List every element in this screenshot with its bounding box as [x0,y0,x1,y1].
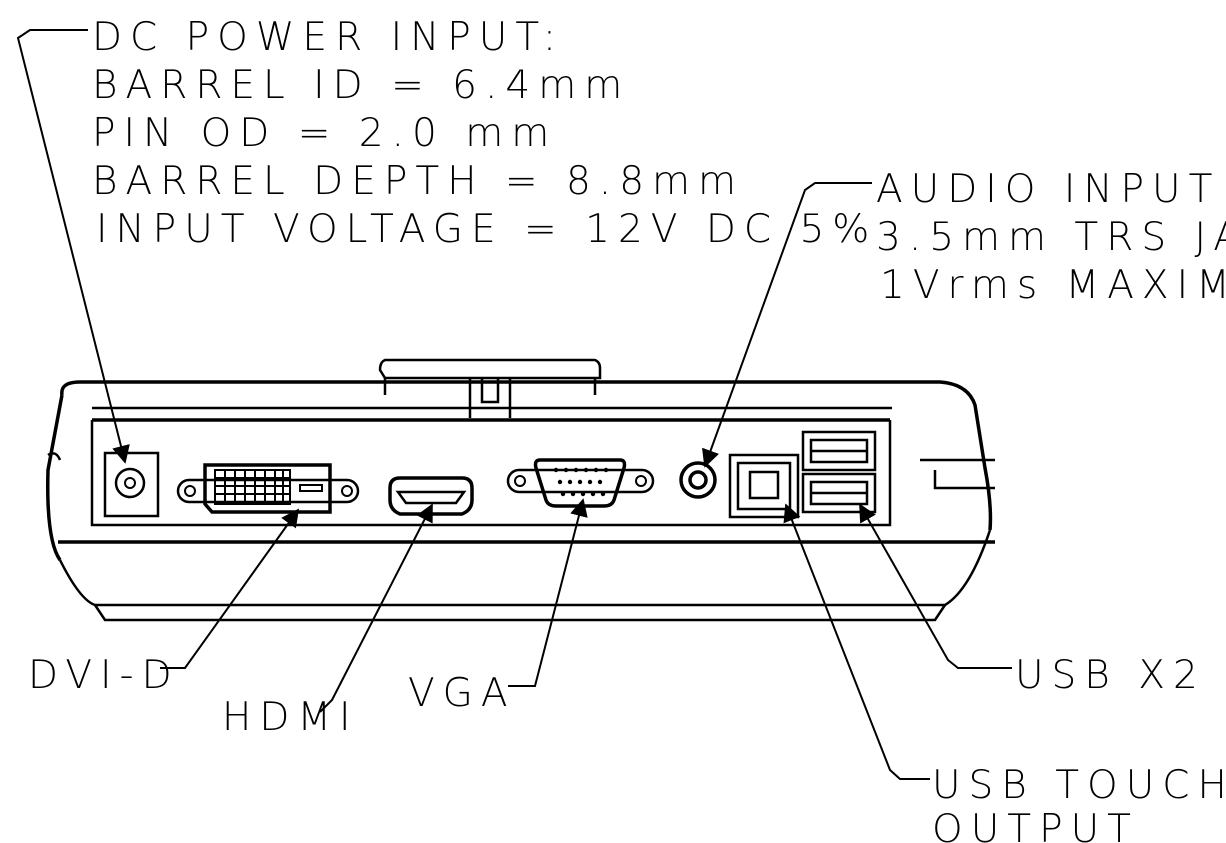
dc-power-jack [103,451,160,518]
leader-lines [16,29,1012,780]
stand-latch [378,358,602,418]
audio-jack [679,461,717,499]
vga-label: VGA [408,671,516,716]
audio-label: AUDIO INPUT 3.5mm TRS JACK 1Vrms MAXIMUM [876,167,1226,308]
monitor-base-housing [46,380,995,622]
audio-spec-2: 1Vrms MAXIMUM [880,263,1226,308]
audio-spec-1: 3.5mm TRS JACK [876,215,1226,260]
dvi-d-connector [176,463,360,514]
dc-power-spec-4: INPUT VOLTAGE = 12V DC 5% [96,207,877,252]
dc-power-spec-1: BARREL ID = 6.4mm [92,63,630,108]
usb-touch-title: USB TOUCH [932,763,1226,808]
dc-power-label: DC POWER INPUT: BARREL ID = 6.4mm PIN OD… [92,15,877,252]
dc-power-title: DC POWER INPUT: [92,15,564,60]
dc-power-spec-2: PIN OD = 2.0 mm [92,111,557,156]
audio-title: AUDIO INPUT [876,167,1220,212]
usb-touch-label: USB TOUCH OUTPUT [932,763,1226,843]
dc-power-spec-3: BARREL DEPTH = 8.8mm [92,159,744,204]
usb-touch-connector [728,453,800,519]
usb-x2-label: USB X2 [1015,653,1206,698]
vga-connector [506,458,655,508]
usb-touch-subtitle: OUTPUT [932,807,1139,843]
hdmi-connector [388,476,474,516]
usb-x2-connectors [801,430,877,514]
hdmi-label: HDMI [222,695,359,740]
dvi-d-label: DVI-D [28,653,180,698]
